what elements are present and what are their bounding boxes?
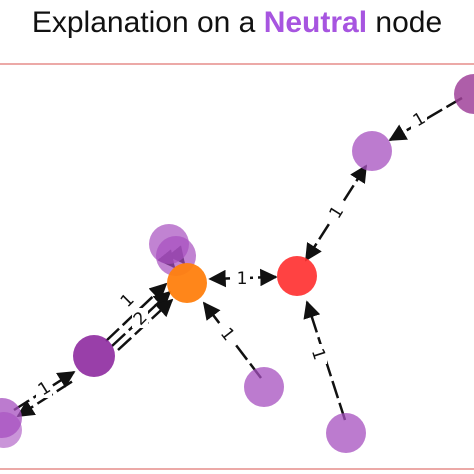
- node-top-right: [454, 74, 474, 114]
- edge-label-bg-e1: [411, 109, 427, 129]
- node-target-neutral: [167, 263, 207, 303]
- edge-label-bg-e3: [234, 268, 250, 288]
- edge-label-bg-e7: [120, 292, 134, 310]
- edge-label-bg-e4: [311, 344, 327, 364]
- edge-label-bg-e9: [36, 378, 52, 398]
- edge-e8a: [105, 282, 168, 342]
- edge-e1: [388, 96, 463, 142]
- node-c: [244, 367, 284, 407]
- edge-label-e3: 1: [237, 269, 248, 289]
- nodes: [0, 74, 474, 453]
- node-dark: [73, 335, 115, 377]
- edge-label-bg-e8: [132, 308, 148, 328]
- node-a: [352, 131, 392, 171]
- page-title: Explanation on a Neutral node: [0, 6, 474, 40]
- node-left-2: [0, 412, 22, 448]
- title-suffix: node: [367, 6, 443, 39]
- title-prefix: Explanation on a: [31, 6, 264, 39]
- edge-label-bg-e2: [328, 202, 344, 222]
- edge-labels: 1 1 1 1 1 1 2 1: [35, 108, 430, 400]
- title-highlight: Neutral: [263, 6, 368, 39]
- edge-label-bg-e5: [220, 324, 236, 344]
- node-bottom: [326, 413, 366, 453]
- node-red: [277, 256, 317, 296]
